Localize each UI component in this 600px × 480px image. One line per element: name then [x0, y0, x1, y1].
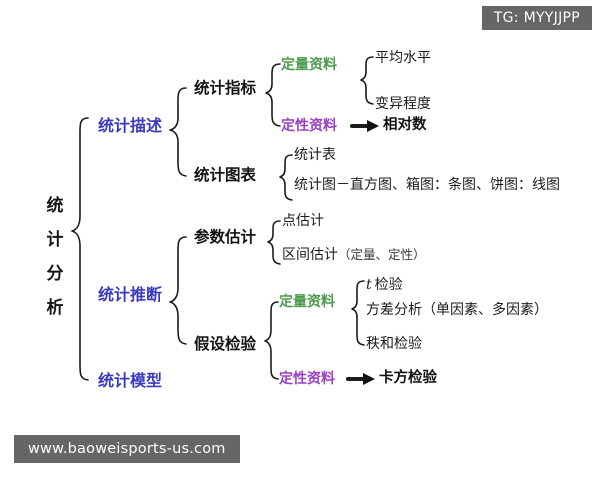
leaf-qujian-guji-row[interactable]: 区间估计（定量、定性） — [282, 246, 426, 262]
root-char-0: 统 — [46, 196, 64, 216]
leaf-fangcha-fenxi[interactable]: 方差分析（单因素、多因素） — [366, 302, 548, 318]
tg-badge: TG: MYYJJPP — [481, 6, 592, 30]
node-tongji-moxing[interactable]: 统计模型 — [98, 371, 163, 390]
leaf-t-jianyan-text: 检验 — [374, 277, 403, 293]
watermark-badge: www.baoweisports-us.com — [14, 435, 240, 463]
root-char-1: 计 — [46, 230, 64, 250]
tag-quantitative-inferential[interactable]: 定量资料 — [279, 294, 335, 310]
node-tongji-miaoshu[interactable]: 统计描述 — [98, 116, 163, 135]
leaf-xiangduishu[interactable]: 相对数 — [383, 117, 427, 133]
node-canshu-guji[interactable]: 参数估计 — [194, 228, 257, 246]
leaf-qujian-guji: 区间估计 — [282, 247, 338, 263]
leaf-tongjibiao[interactable]: 统计表 — [294, 147, 336, 163]
node-tongji-tuiduan[interactable]: 统计推断 — [98, 285, 163, 304]
leaf-bianyi-chengdu[interactable]: 变异程度 — [375, 96, 431, 112]
node-tongji-tubiao[interactable]: 统计图表 — [194, 166, 257, 184]
node-tongji-zhibiao[interactable]: 统计指标 — [194, 79, 257, 97]
leaf-pingjun-shuiping[interactable]: 平均水平 — [375, 50, 431, 66]
leaf-dian-guji[interactable]: 点估计 — [282, 213, 324, 229]
tag-quantitative-descriptive[interactable]: 定量资料 — [281, 57, 337, 73]
leaf-qujian-guji-note: （定量、定性） — [338, 247, 426, 262]
root-node: 统 计 分 析 — [42, 198, 68, 334]
root-char-2: 分 — [46, 264, 64, 284]
leaf-tongjitu-list[interactable]: 统计图－直方图、箱图：条图、饼图：线图 — [294, 177, 560, 193]
leaf-zhihe-jianyan[interactable]: 秩和检验 — [366, 336, 422, 352]
root-char-3: 析 — [46, 298, 64, 318]
leaf-kafang-jianyan[interactable]: 卡方检验 — [379, 370, 437, 386]
tag-qualitative-descriptive[interactable]: 定性资料 — [281, 118, 337, 134]
node-jiashe-jianyan[interactable]: 假设检验 — [194, 335, 257, 353]
tag-qualitative-inferential[interactable]: 定性资料 — [279, 371, 335, 387]
leaf-t-symbol: t — [366, 277, 372, 293]
